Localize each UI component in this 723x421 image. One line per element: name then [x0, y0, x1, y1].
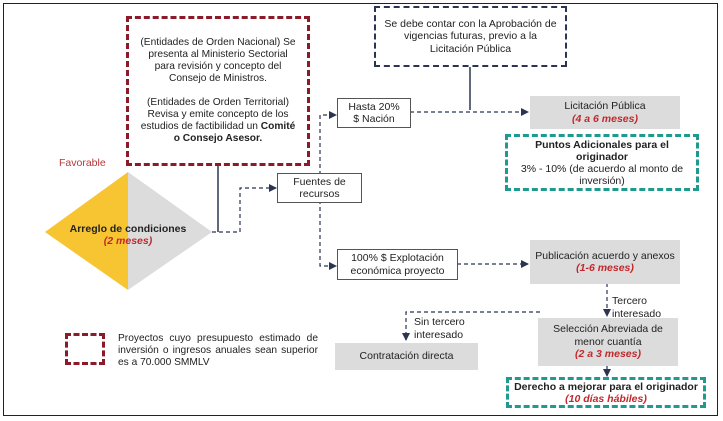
- connector-fuentes-hasta: [319, 111, 337, 175]
- tercero-interesado-label: Tercero interesado: [612, 295, 662, 320]
- entity-review-box: (Entidades de Orden Nacional) Se present…: [126, 16, 310, 166]
- legend-text: Proyectos cuyo presupuesto estimado de i…: [118, 333, 318, 369]
- fuentes-recursos-box: Fuentes de recursos: [277, 173, 362, 203]
- legend-swatch: [65, 333, 105, 365]
- diagram-frame: [3, 3, 718, 416]
- derecho-mejorar-box: Derecho a mejorar para el originador (10…: [506, 377, 706, 408]
- hasta-20-nacion-box: Hasta 20% $ Nación: [337, 98, 411, 128]
- entity-national-text: (Entidades de Orden Nacional) Se present…: [140, 36, 296, 85]
- licitacion-publica-box: Licitación Pública (4 a 6 meses): [530, 96, 680, 129]
- favorable-label: Favorable: [59, 157, 106, 169]
- connector-arreglo-fuentes: [212, 184, 277, 233]
- contratacion-directa-box: Contratación directa: [335, 343, 478, 370]
- arreglo-condiciones-label: Arreglo de condiciones (2 meses): [69, 222, 187, 248]
- connector-seleccion-contratacion: [402, 311, 540, 341]
- connector-fuentes-explotacion: [319, 200, 337, 270]
- puntos-adicionales-box: Puntos Adicionales para el originador 3%…: [505, 134, 699, 191]
- publicacion-acuerdo-box: Publicación acuerdo y anexos (1-6 meses): [530, 240, 680, 284]
- seleccion-abreviada-box: Selección Abreviada de menor cuantía (2 …: [538, 318, 678, 366]
- sin-tercero-interesado-label: Sin tercero interesado: [414, 316, 465, 341]
- arreglo-diamond-right: [128, 172, 212, 290]
- arreglo-diamond-left: [45, 172, 128, 290]
- entity-territorial-text: (Entidades de Orden Territorial) Revisa …: [140, 96, 296, 145]
- explotacion-economica-box: 100% $ Explotación económica proyecto: [337, 249, 458, 280]
- vigencias-futuras-box: Se debe contar con la Aprobación de vige…: [374, 6, 567, 67]
